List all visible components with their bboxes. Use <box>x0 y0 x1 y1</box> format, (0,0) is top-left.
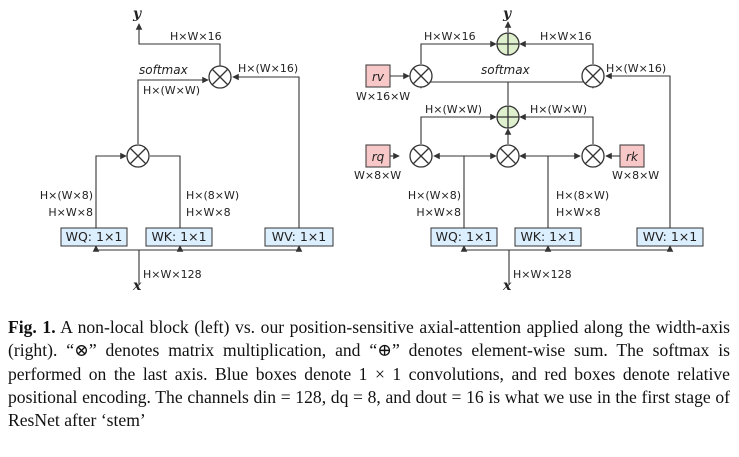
dim-rv: W×16×W <box>356 90 410 103</box>
dim-input-right: H×W×128 <box>513 268 572 281</box>
conv-box-wk-right: WK: 1×1 <box>514 227 582 247</box>
dim-k1-right: H×(8×W) <box>556 189 609 202</box>
dim-softmax-left: H×(W×W) <box>143 84 200 97</box>
pos-box-rk-label: rk <box>626 150 639 164</box>
dim-v-right: H×(W×16) <box>606 62 666 75</box>
pos-box-rk: rk <box>619 144 645 168</box>
output-var-left: y <box>132 6 142 22</box>
softmax-label-right: softmax <box>481 63 531 77</box>
conv-box-wk-label: WK: 1×1 <box>151 229 206 244</box>
dim-k2-right: H×W×8 <box>556 206 601 219</box>
conv-box-wk-right-label: WK: 1×1 <box>520 229 575 244</box>
dim-input-left: H×W×128 <box>143 268 202 281</box>
input-var-left: x <box>132 278 142 294</box>
dim-q2-left: H×W×8 <box>48 206 93 219</box>
input-var-right: x <box>502 278 512 294</box>
conv-box-wq: WQ: 1×1 <box>60 227 128 247</box>
dim-top-left: H×W×16 <box>170 30 222 43</box>
dim-top-left-right: H×W×16 <box>424 30 476 43</box>
pos-box-rq-label: rq <box>372 150 385 164</box>
dim-q1-right: H×(W×8) <box>408 189 461 202</box>
caption-text: A non-local block (left) vs. our positio… <box>8 317 730 431</box>
matmul-node-rk <box>581 144 605 168</box>
architecture-figure: WQ: 1×1 WK: 1×1 WV: 1×1 y x H×W×16 softm… <box>40 6 704 294</box>
dim-rq: W×8×W <box>354 169 401 182</box>
matmul-node-qk-right <box>496 144 520 168</box>
matmul-node-v-right <box>581 64 605 88</box>
dim-q1-left: H×(W×8) <box>40 189 93 202</box>
pos-box-rv: rv <box>365 64 391 88</box>
non-local-block-diagram: WQ: 1×1 WK: 1×1 WV: 1×1 y x H×W×16 softm… <box>40 6 334 294</box>
output-var-right: y <box>502 6 512 22</box>
dim-k1-left: H×(8×W) <box>186 189 239 202</box>
conv-box-wv-right: WV: 1×1 <box>636 227 704 247</box>
dim-v-left: H×(W×16) <box>238 62 298 75</box>
softmax-label-left: softmax <box>139 63 189 77</box>
conv-box-wk: WK: 1×1 <box>145 227 213 247</box>
dim-top-right-right: H×W×16 <box>540 30 592 43</box>
matmul-node-rq <box>409 144 433 168</box>
conv-box-wq-right: WQ: 1×1 <box>430 227 498 247</box>
sum-node-output <box>496 32 520 56</box>
pos-box-rv-label: rv <box>372 70 385 84</box>
matmul-node-rv <box>409 64 433 88</box>
dim-rk: W×8×W <box>612 169 659 182</box>
pos-box-rq: rq <box>365 144 391 168</box>
dim-mid-right-right: H×(W×W) <box>530 103 587 116</box>
caption-label: Fig. 1. <box>8 317 56 337</box>
figure-caption: Fig. 1. A non-local block (left) vs. our… <box>8 316 730 432</box>
conv-box-wq-label: WQ: 1×1 <box>66 229 123 244</box>
dim-mid-left-right: H×(W×W) <box>425 103 482 116</box>
conv-box-wq-right-label: WQ: 1×1 <box>436 229 493 244</box>
matmul-node-qk <box>126 144 150 168</box>
dim-q2-right: H×W×8 <box>416 206 461 219</box>
dim-k2-left: H×W×8 <box>186 206 231 219</box>
sum-node-logits <box>496 105 520 129</box>
conv-box-wv-right-label: WV: 1×1 <box>643 229 697 244</box>
conv-box-wv-label: WV: 1×1 <box>272 229 326 244</box>
conv-box-wv: WV: 1×1 <box>264 227 334 247</box>
axial-attention-diagram: WQ: 1×1 WK: 1×1 WV: 1×1 rv rq rk y x H×W… <box>354 6 704 294</box>
matmul-node-v <box>208 65 232 89</box>
